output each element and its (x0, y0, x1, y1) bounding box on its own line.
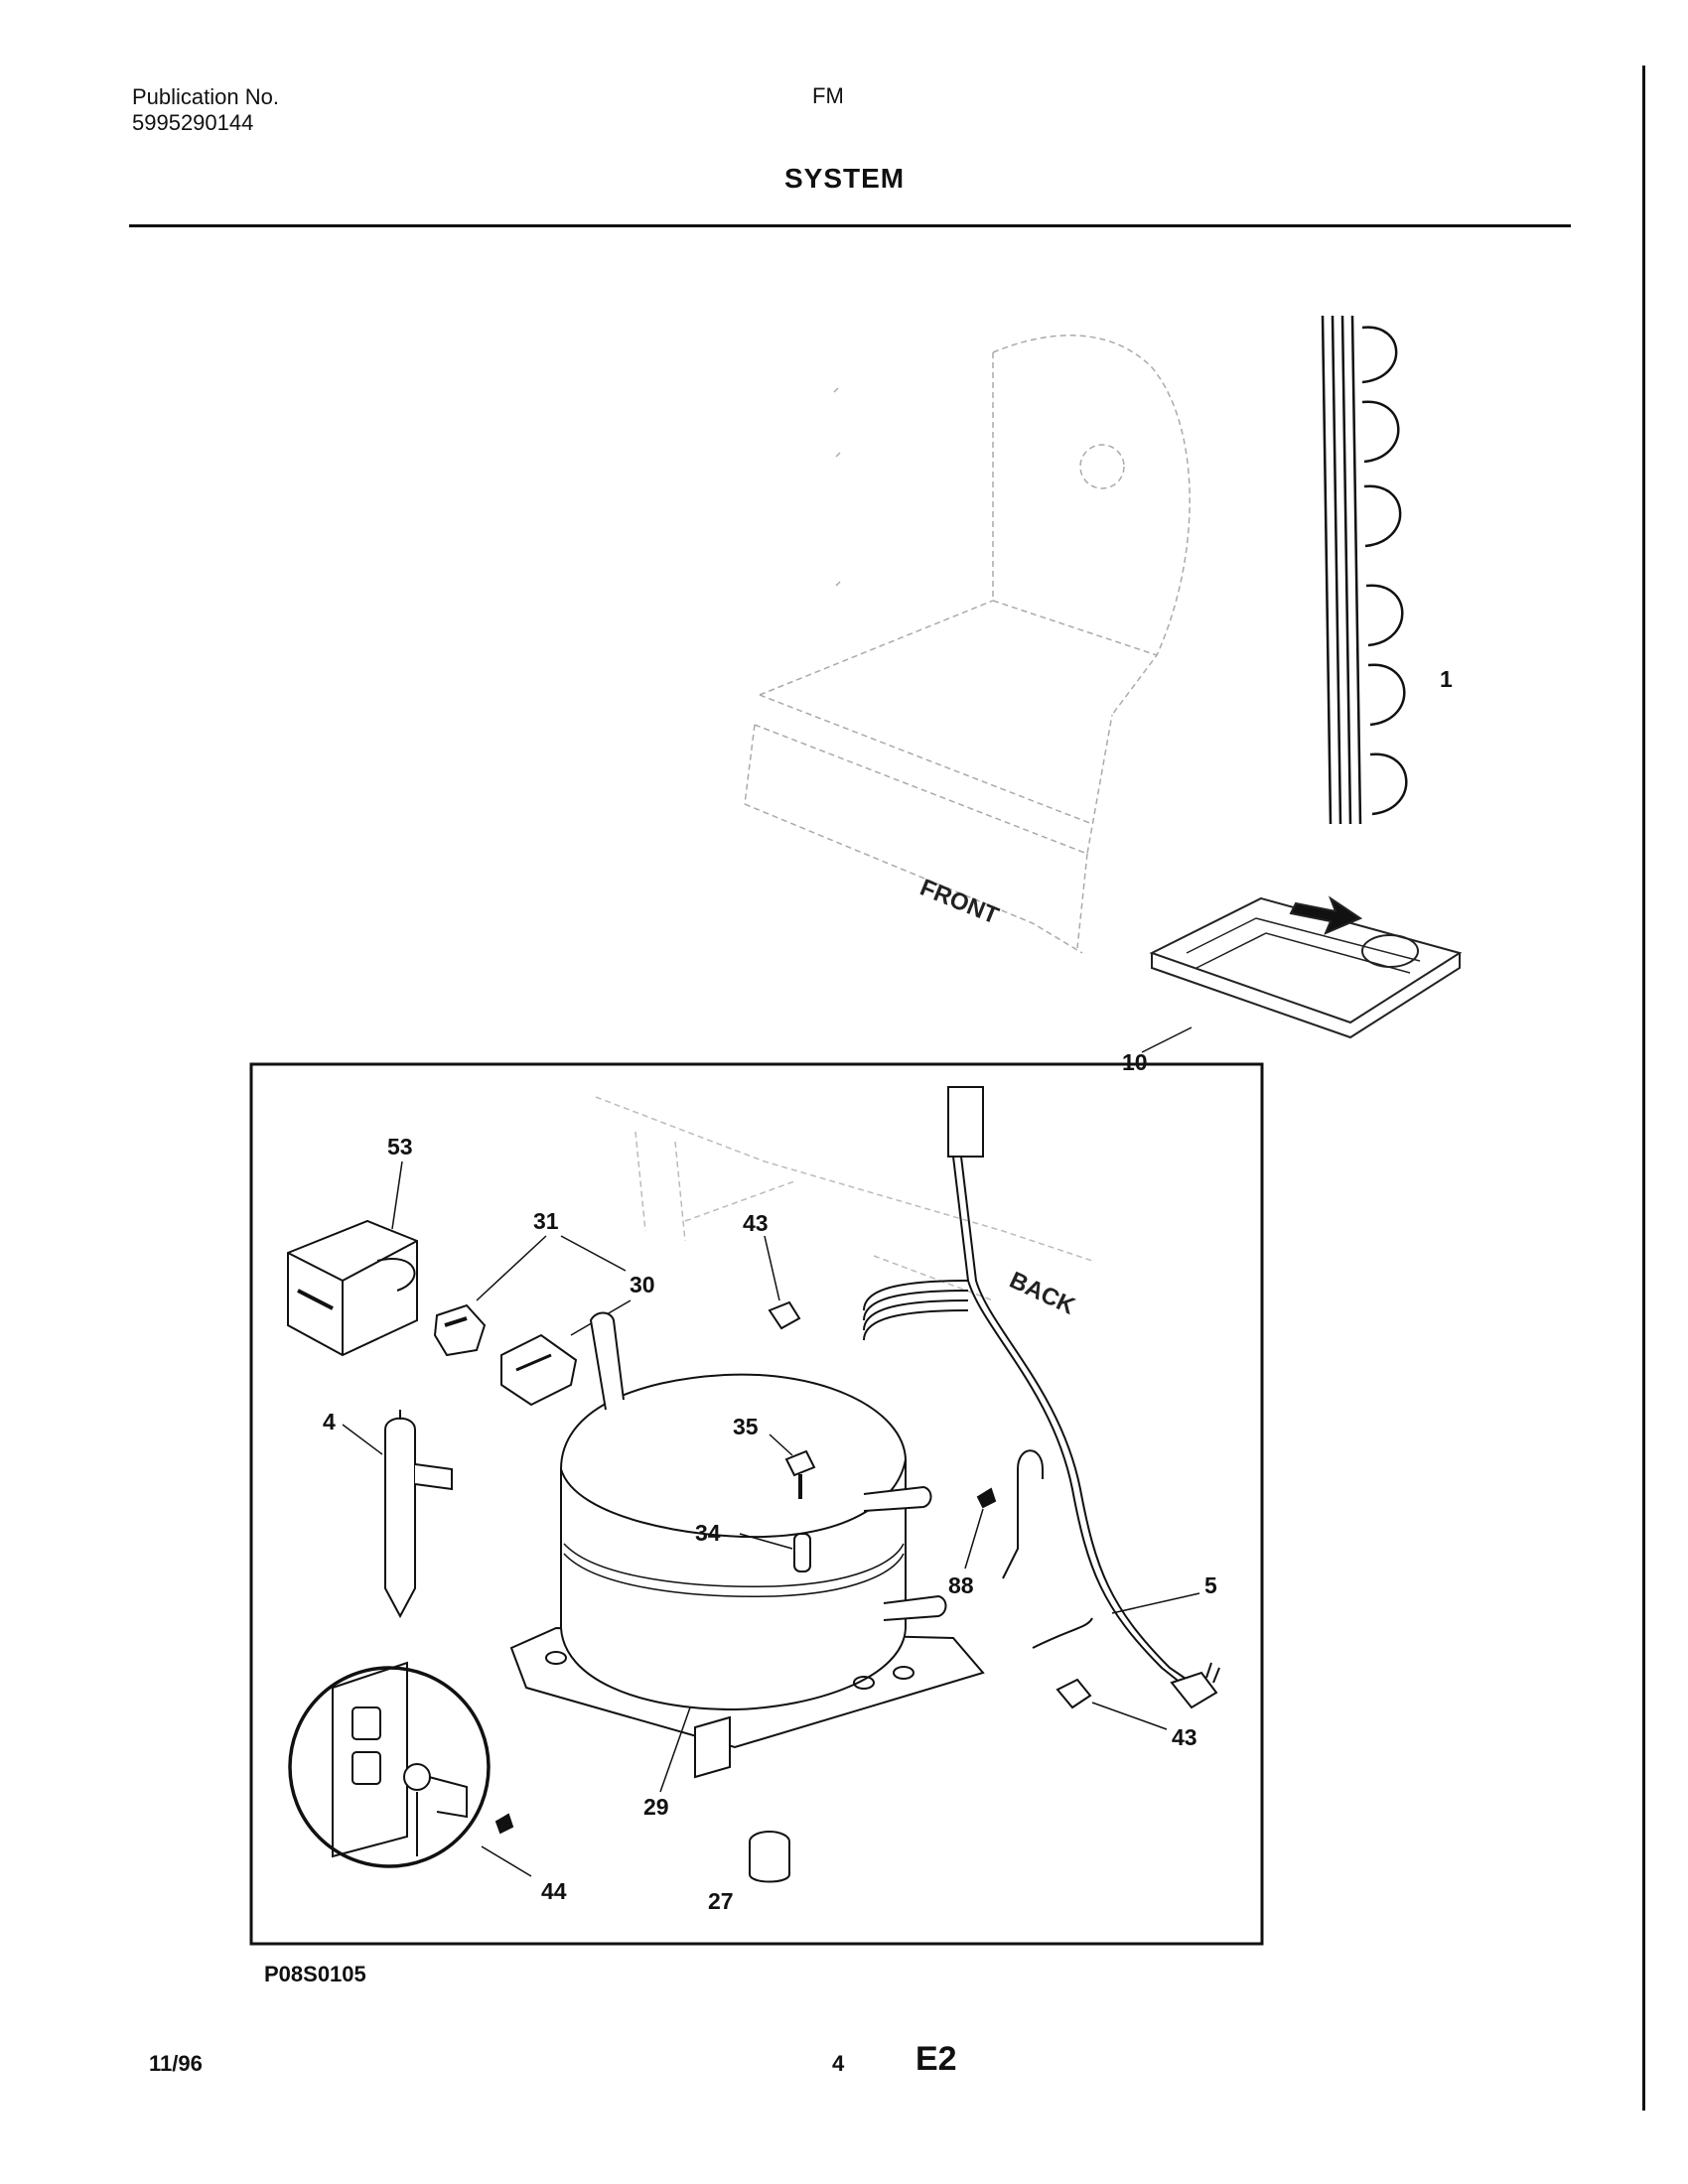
callout-4: 4 (323, 1409, 336, 1434)
callout-5: 5 (1204, 1572, 1217, 1598)
overload-cover (500, 1333, 578, 1407)
callout-43-bottom: 43 (1172, 1724, 1197, 1750)
callout-30: 30 (630, 1272, 655, 1297)
clip-top (768, 1300, 801, 1330)
callout-35: 35 (733, 1414, 759, 1439)
right-margin-rule (1642, 66, 1645, 2111)
publication-label: Publication No. (132, 84, 279, 109)
tubing (1002, 1449, 1093, 1649)
outlet-detail (288, 1661, 514, 1868)
condenser-coil (1321, 315, 1408, 825)
model-code: FM (812, 83, 844, 108)
callout-44: 44 (541, 1878, 567, 1904)
header-rule (129, 224, 1571, 227)
callout-34: 34 (695, 1520, 721, 1546)
compressor (509, 1311, 985, 1779)
callout-10: 10 (1122, 1049, 1148, 1075)
callout-43-top: 43 (743, 1210, 769, 1236)
callout-31: 31 (533, 1208, 559, 1234)
publication-number: 5995290144 (132, 110, 254, 135)
grommet-stud (784, 1449, 816, 1499)
overload (433, 1303, 487, 1357)
callout-53: 53 (387, 1134, 413, 1160)
sleeve (793, 1533, 811, 1572)
back-label: BACK (1005, 1267, 1079, 1320)
page-title: SYSTEM (784, 163, 906, 194)
front-label: FRONT (916, 875, 1003, 930)
screw (976, 1487, 997, 1509)
drain-pan (1149, 895, 1463, 1039)
grommet (749, 1831, 790, 1883)
callout-29: 29 (643, 1794, 669, 1820)
callout-88: 88 (948, 1572, 974, 1598)
callout-27: 27 (708, 1888, 734, 1914)
callout-1: 1 (1440, 666, 1453, 692)
page-number: 4 (832, 2051, 845, 2076)
figure-id: P08S0105 (264, 1962, 366, 1986)
cabinet-outline (744, 335, 1191, 954)
section-code: E2 (915, 2040, 957, 2078)
footer-date: 11/96 (149, 2051, 203, 2076)
power-cord (863, 1086, 1220, 1709)
clip-bottom (1055, 1678, 1092, 1709)
relay (287, 1219, 418, 1357)
filter-drier (384, 1410, 453, 1619)
detail-frame (249, 1062, 1264, 1946)
